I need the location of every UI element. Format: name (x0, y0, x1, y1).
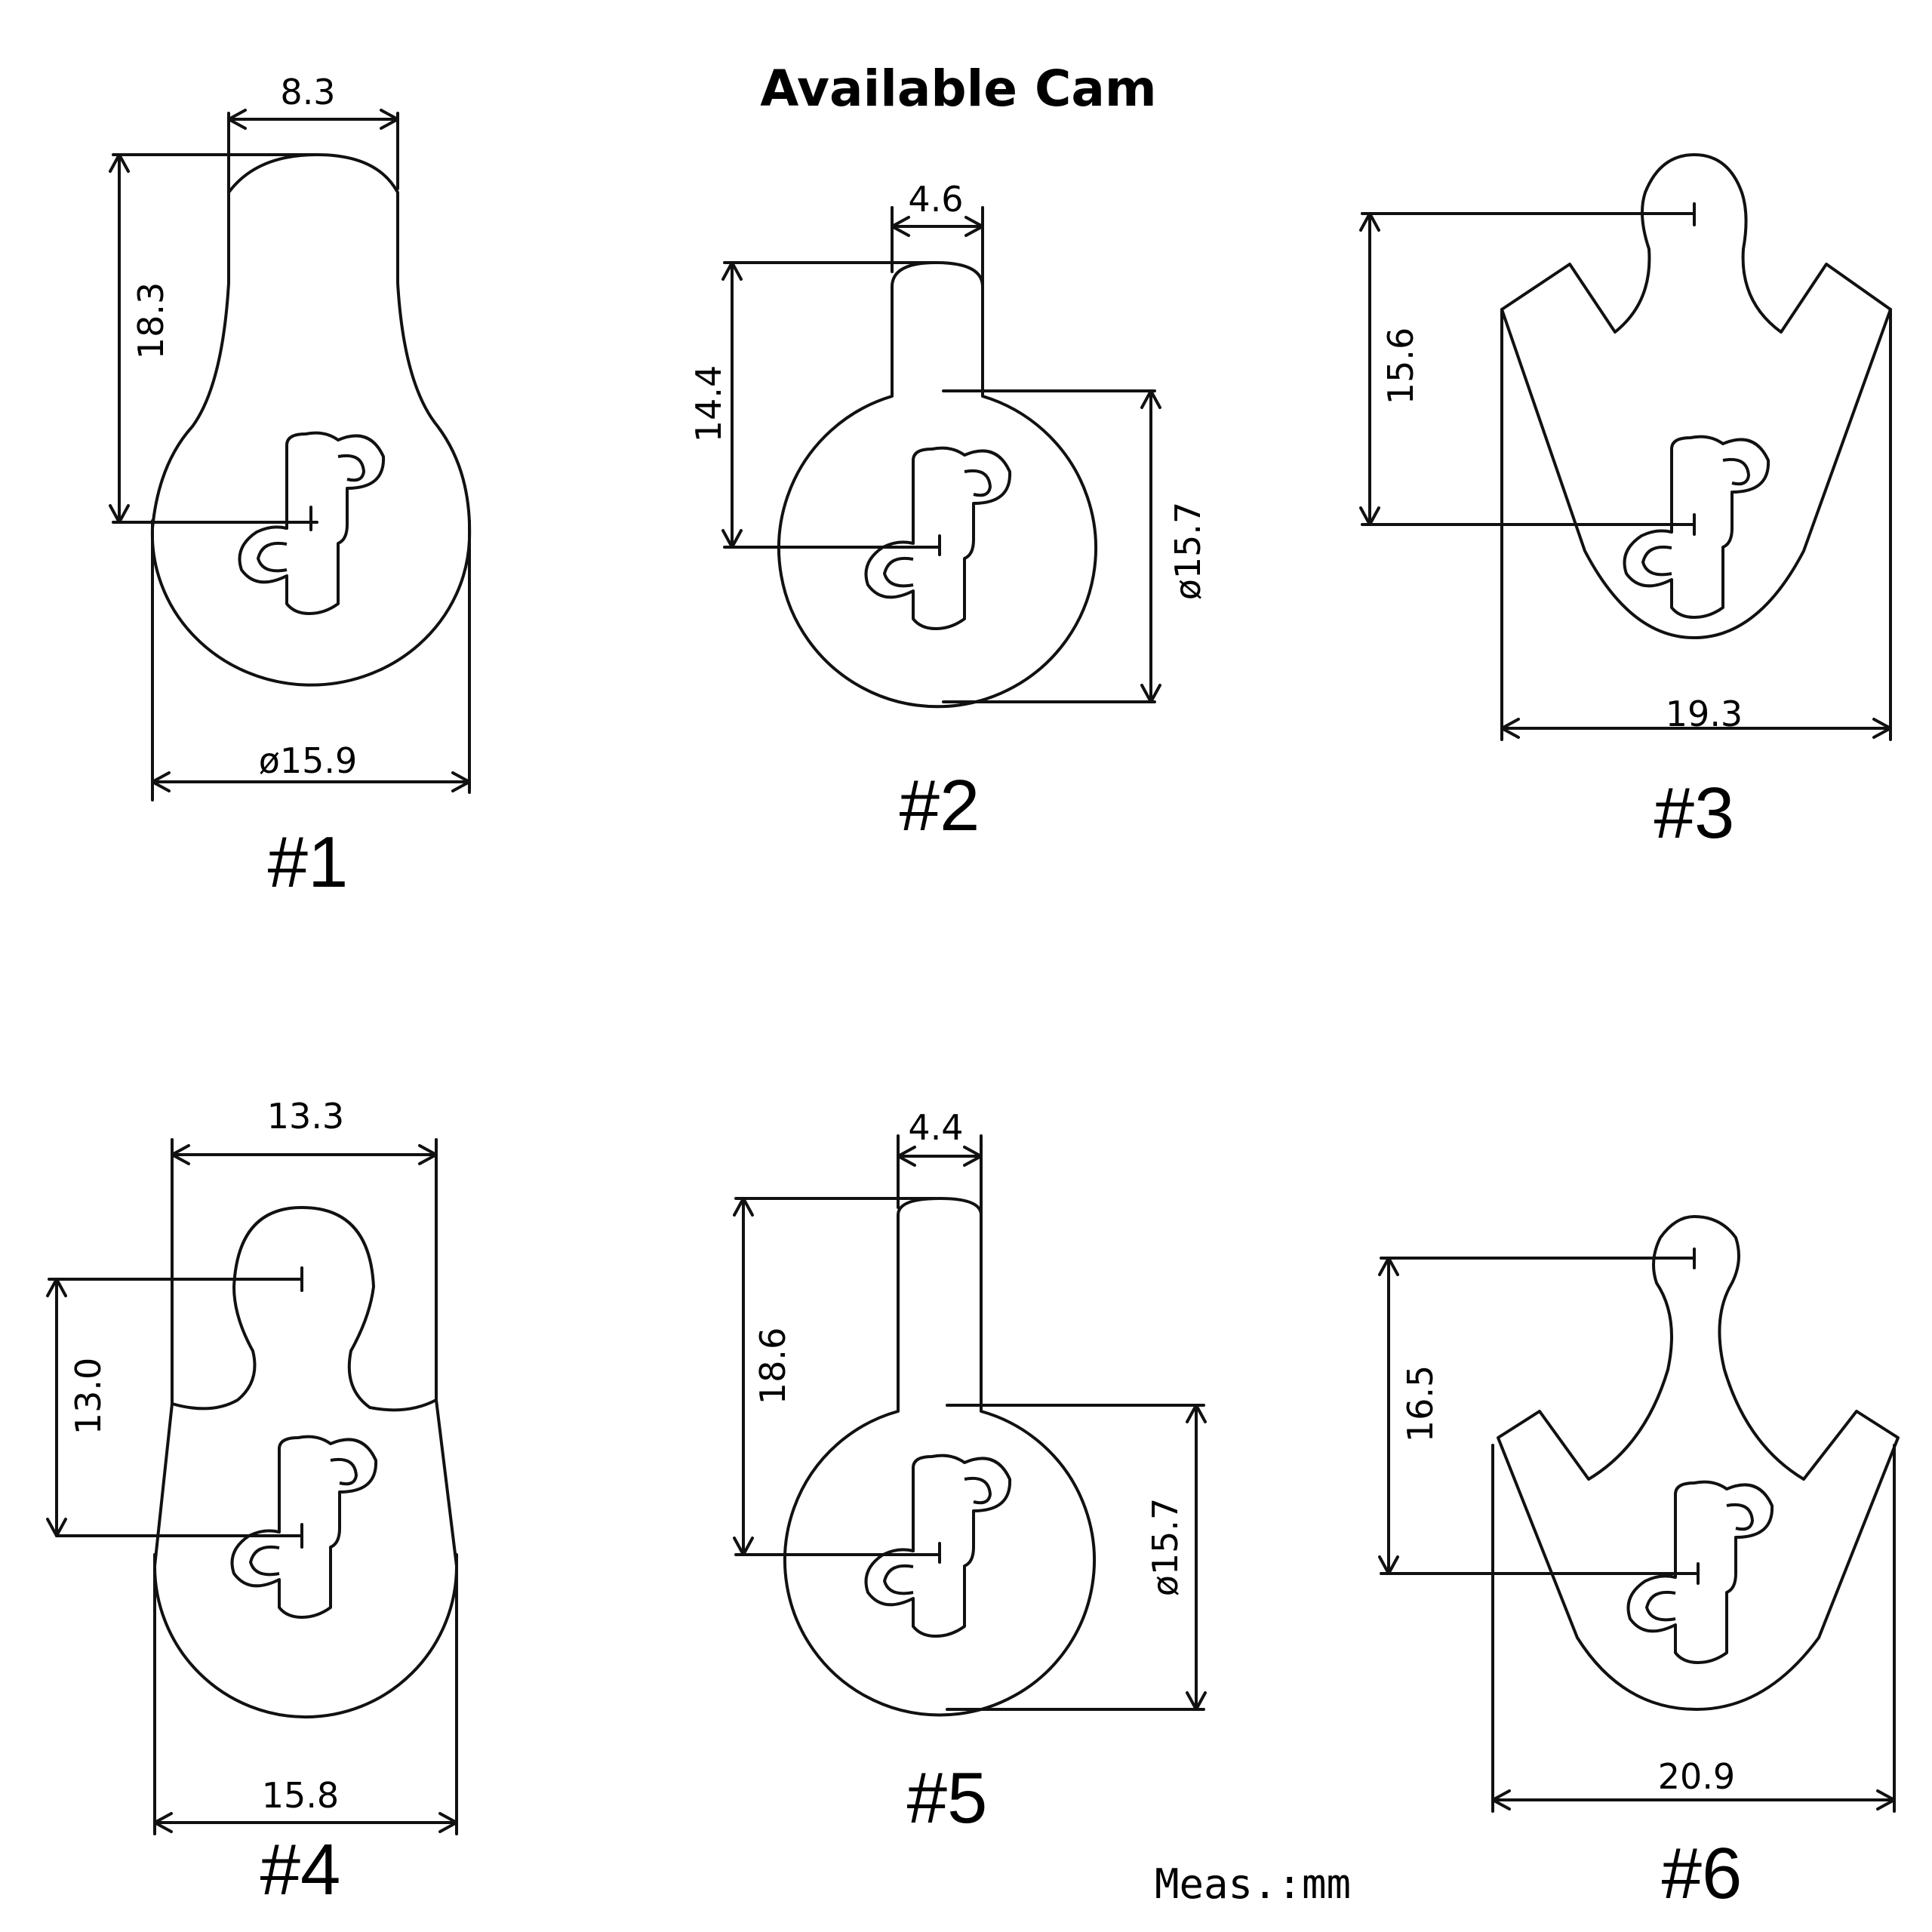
cam-5-keyhole (864, 1454, 1012, 1638)
cam-4-outline (153, 1206, 458, 1718)
cam-6-arrows (1491, 1789, 1896, 1810)
cam-6-dim-width-label: 20.9 (1658, 1756, 1735, 1797)
cam-2-keyhole (864, 446, 1012, 630)
cam-5-dim-height-label: 18.6 (752, 1327, 793, 1404)
cam-3-dim-width-label: 19.3 (1666, 694, 1743, 734)
cam-2-outline (777, 261, 1097, 709)
cam-2-arrows (721, 261, 743, 549)
cam-2: 4.6 14.4 ø15.7 #2 (688, 179, 1208, 846)
unit-note: Meas.:mm (1155, 1860, 1351, 1908)
cam-2-dim-width-label: 4.6 (908, 179, 963, 220)
cam-3-arrows (1359, 212, 1380, 526)
cam-4-arrows (46, 1278, 67, 1537)
cam-5: 4.4 18.6 ø15.7 #5 (733, 1107, 1207, 1838)
cam-5-arrows (897, 1146, 983, 1167)
cam-2-label: #2 (900, 765, 980, 846)
cam-5-dim-width-label: 4.4 (908, 1107, 963, 1148)
cam-6-arrows (1378, 1257, 1399, 1575)
cam-1: 8.3 18.3 ø15.9 #1 (109, 72, 472, 903)
cam-5-label: #5 (907, 1758, 988, 1838)
cam-6: 16.5 20.9 #6 (1378, 1215, 1900, 1914)
cam-3-dim-height-label: 15.6 (1380, 328, 1421, 405)
cam-4-keyhole (230, 1435, 378, 1619)
cam-3-label: #3 (1654, 773, 1735, 854)
cam-1-arrows (227, 109, 399, 130)
cam-3-keyhole (1623, 435, 1770, 619)
cam-6-label: #6 (1662, 1833, 1743, 1914)
cam-1-outline (150, 153, 472, 687)
cam-1-arrows (109, 153, 130, 524)
cam-4-dim-bottom-label: 15.8 (262, 1775, 339, 1816)
cam-5-dim-diameter-label: ø15.7 (1145, 1498, 1186, 1597)
cam-1-label: #1 (268, 822, 349, 903)
cam-4-label: #4 (260, 1829, 341, 1910)
cam-3-outline (1500, 153, 1892, 639)
cam-1-dim-diameter-label: ø15.9 (259, 740, 358, 781)
cam-4: 13.3 13.0 15.8 #4 (46, 1096, 458, 1910)
cam-6-outline (1497, 1215, 1900, 1711)
cam-4-dim-height-label: 13.0 (68, 1358, 109, 1435)
cam-2-arrows (1140, 389, 1161, 703)
cam-1-arrows (151, 771, 471, 792)
cam-5-arrows (733, 1197, 754, 1556)
cam-4-dim-width-label: 13.3 (267, 1096, 344, 1137)
cam-6-dim-height-label: 16.5 (1400, 1365, 1441, 1442)
cam-5-arrows (1186, 1404, 1207, 1711)
cam-2-arrows (891, 216, 984, 237)
cam-2-dim-diameter-label: ø15.7 (1168, 502, 1208, 601)
cam-1-dim-width-label: 8.3 (280, 72, 335, 112)
cam-4-arrows (153, 1812, 458, 1833)
cam-3-arrows (1500, 718, 1892, 739)
page-title: Available Cam (760, 60, 1156, 118)
cam-3: 15.6 19.3 #3 (1359, 153, 1892, 854)
cam-2-dim-height-label: 14.4 (688, 365, 729, 442)
cam-4-arrows (171, 1144, 438, 1165)
cam-1-dim-height-label: 18.3 (131, 282, 171, 359)
